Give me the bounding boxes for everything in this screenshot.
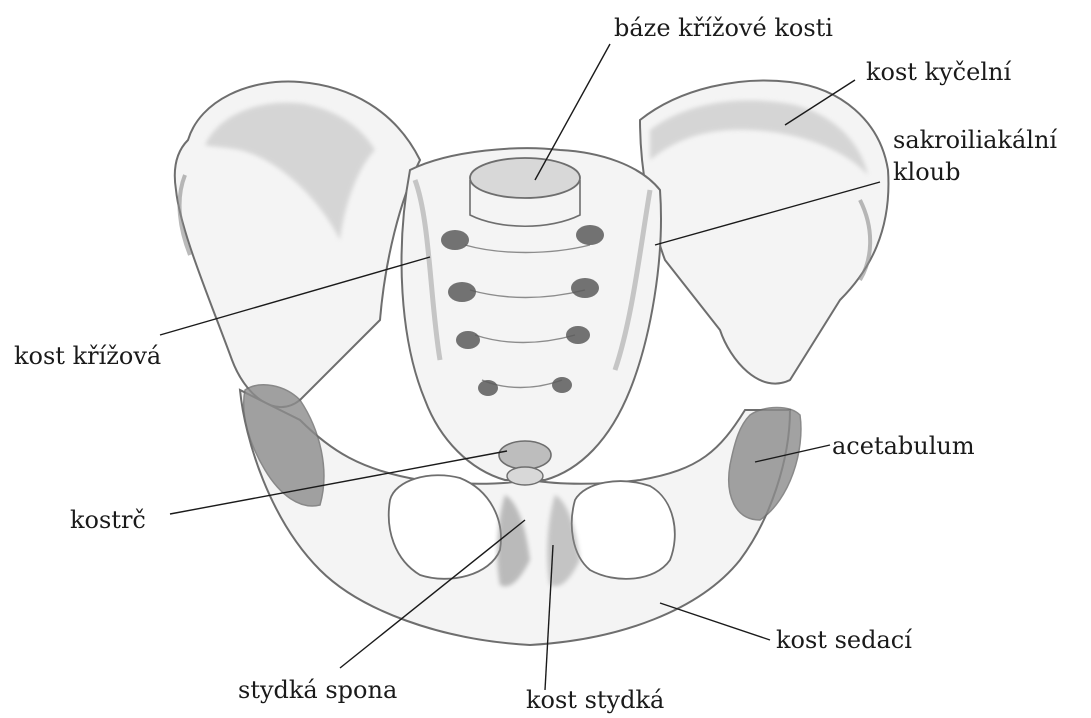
- label-baze-krizove-kosti: báze křížové kosti: [614, 14, 833, 42]
- label-sakroiliakalni: sakroiliakální: [893, 126, 1057, 154]
- label-kost-sedaci: kost sedací: [776, 626, 912, 654]
- label-kost-kycelni: kost kyčelní: [866, 58, 1011, 86]
- label-kost-krizova: kost křížová: [14, 342, 161, 370]
- label-kloub: kloub: [893, 158, 961, 186]
- left-ilium: [175, 82, 420, 408]
- label-kost-stydka: kost stydká: [526, 686, 664, 714]
- sacrum: [402, 148, 661, 480]
- right-ilium: [640, 81, 888, 384]
- leader-sedaci: [660, 603, 770, 640]
- label-kostrc: kostrč: [70, 506, 146, 534]
- label-stydka-spona: stydká spona: [238, 676, 397, 704]
- label-acetabulum: acetabulum: [832, 432, 975, 460]
